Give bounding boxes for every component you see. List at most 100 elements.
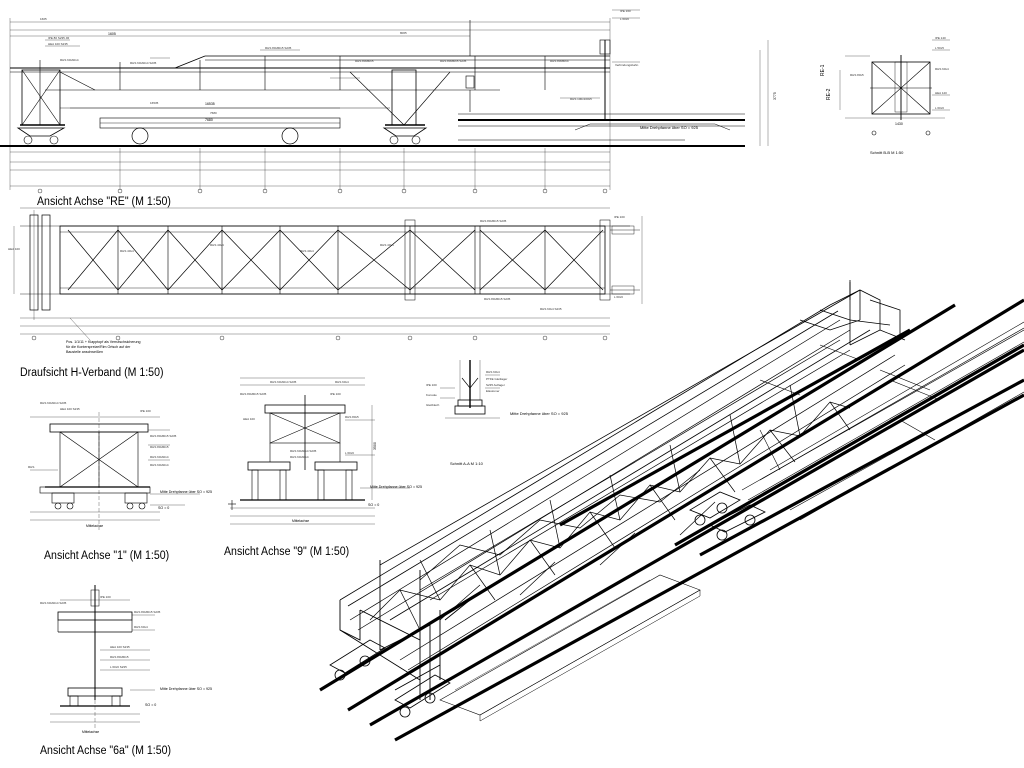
svg-text:RHS 60x60x4 S235: RHS 60x60x4 S235 bbox=[270, 380, 297, 384]
view-title-achse-9: Ansicht Achse "9" (M 1:50) bbox=[224, 546, 350, 558]
section-aa-title: Schnitt A-A M 1:10 bbox=[450, 461, 484, 466]
svg-text:PTFE Gleitlager: PTFE Gleitlager bbox=[486, 377, 507, 381]
note-mitte-drehpfanne-re: Mitte Drehpfanne über SO = 925 bbox=[640, 125, 699, 130]
note-mittelachse-9: Mittelachse bbox=[292, 519, 309, 523]
svg-text:IPE 100: IPE 100 bbox=[330, 392, 341, 396]
svg-text:RHS 60x60x4 S235: RHS 60x60x4 S235 bbox=[40, 601, 67, 605]
svg-text:RHS 60x60x4 S235: RHS 60x60x4 S235 bbox=[290, 449, 317, 453]
note-mitte-drehpfanne-6a: Mitte Drehpfanne über SO = 925 bbox=[160, 687, 212, 691]
svg-text:HEA 100 S235: HEA 100 S235 bbox=[60, 407, 80, 411]
view-re-elevation bbox=[0, 9, 769, 194]
svg-text:Gleitblech: Gleitblech bbox=[426, 403, 440, 407]
note-mittelachse-1: Mittelachse bbox=[86, 524, 103, 528]
svg-text:RHS 80x80x5 S235: RHS 80x80x5 S235 bbox=[240, 392, 267, 396]
h-verband-bracing bbox=[67, 229, 604, 291]
axis-label-re2: RE-2 bbox=[826, 88, 832, 100]
svg-text:L 50x5: L 50x5 bbox=[935, 46, 944, 50]
achse9-callouts: RHS 60x60x4 S235 RHS 60x4 RHS 80x80x5 S23… bbox=[240, 380, 359, 459]
section-bb-title: Schnitt B-B M 1:50 bbox=[870, 150, 904, 155]
svg-text:RHS 60x60x4: RHS 60x60x4 bbox=[60, 58, 79, 62]
axis-label-re1: RE-1 bbox=[820, 64, 826, 76]
view-achse-9 bbox=[228, 377, 410, 525]
svg-text:RHS 80x5: RHS 80x5 bbox=[345, 415, 359, 419]
svg-text:RHS 60x4: RHS 60x4 bbox=[335, 380, 349, 384]
svg-text:RHS 80x5: RHS 80x5 bbox=[850, 73, 864, 77]
svg-text:RHS 60x60x4: RHS 60x60x4 bbox=[290, 455, 309, 459]
svg-text:RHS 80x80x5: RHS 80x80x5 bbox=[110, 655, 129, 659]
svg-text:RHS 100x100x5: RHS 100x100x5 bbox=[570, 97, 592, 101]
svg-text:Konsole: Konsole bbox=[426, 393, 437, 397]
svg-text:RHS 40x4: RHS 40x4 bbox=[380, 243, 394, 247]
note-so-1: SO = 0 bbox=[158, 506, 169, 510]
re-dim-low: 7680 bbox=[205, 118, 213, 122]
svg-text:HEA 100 S235: HEA 100 S235 bbox=[110, 645, 130, 649]
note-mitte-drehpfanne-9: Mitte Drehpfanne über SO = 925 bbox=[370, 485, 422, 489]
view-title-re: Ansicht Achse "RE" (M 1:50) bbox=[37, 196, 171, 208]
svg-text:RHS: RHS bbox=[28, 465, 34, 469]
svg-text:8065: 8065 bbox=[400, 31, 407, 35]
svg-text:RHS 40x4: RHS 40x4 bbox=[210, 243, 224, 247]
svg-text:IPE 80 S235 JR: IPE 80 S235 JR bbox=[48, 36, 70, 40]
view-section-aa bbox=[440, 360, 500, 419]
svg-text:HEA 100: HEA 100 bbox=[8, 247, 20, 251]
re-dim-mid: 16535 bbox=[205, 102, 215, 106]
svg-text:IPE 100: IPE 100 bbox=[140, 409, 151, 413]
svg-text:RHS 80x80x5 S235: RHS 80x80x5 S235 bbox=[150, 434, 177, 438]
svg-text:RHS 60x4: RHS 60x4 bbox=[486, 370, 500, 374]
svg-text:Verbindungsbahn: Verbindungsbahn bbox=[615, 63, 639, 67]
svg-text:Elastomer: Elastomer bbox=[486, 389, 500, 393]
svg-text:L 60x6: L 60x6 bbox=[935, 106, 944, 110]
svg-text:IPE 140: IPE 140 bbox=[935, 36, 946, 40]
svg-text:7680: 7680 bbox=[210, 111, 217, 115]
svg-text:RHS 60x60x4 S235: RHS 60x60x4 S235 bbox=[130, 61, 157, 65]
svg-text:1605: 1605 bbox=[40, 17, 47, 21]
view-title-achse-1: Ansicht Achse "1" (M 1:50) bbox=[44, 550, 170, 562]
note-so-9: SO = 0 bbox=[368, 503, 379, 507]
iso-rails bbox=[319, 298, 1024, 742]
svg-text:RHS 80x80x5 S235: RHS 80x80x5 S235 bbox=[480, 219, 507, 223]
svg-text:S235 Auflager: S235 Auflager bbox=[486, 383, 505, 387]
svg-text:RHS 60x60x4: RHS 60x60x4 bbox=[150, 463, 169, 467]
view-title-achse-6a: Ansicht Achse "6a" (M 1:50) bbox=[40, 745, 172, 757]
svg-text:L 60x6: L 60x6 bbox=[620, 17, 629, 21]
re-dim-top: 1605 bbox=[108, 32, 116, 36]
view-title-h-verband: Draufsicht H-Verband (M 1:50) bbox=[20, 367, 164, 379]
svg-text:HEA 120: HEA 120 bbox=[935, 91, 947, 95]
svg-text:RHS 80x80x5: RHS 80x80x5 bbox=[150, 445, 169, 449]
svg-text:L 60x6: L 60x6 bbox=[345, 451, 354, 455]
note-mittelachse-6a: Mittelachse bbox=[82, 730, 99, 734]
svg-text:RHS 60x4: RHS 60x4 bbox=[134, 625, 148, 629]
svg-text:RHS 80x80x4: RHS 80x80x4 bbox=[550, 59, 569, 63]
view-achse-6a bbox=[50, 585, 155, 730]
a9-dim-height: 3500 bbox=[373, 442, 377, 450]
view-achse-1 bbox=[30, 412, 200, 530]
svg-text:IPE 100: IPE 100 bbox=[426, 383, 437, 387]
h-note-1: Pos. 1/1/11 + Klapptopf als Verrutschsic… bbox=[66, 340, 141, 344]
svg-text:RHS 40x4: RHS 40x4 bbox=[300, 249, 314, 253]
svg-text:L 60x6 S235: L 60x6 S235 bbox=[110, 665, 127, 669]
h-note-2: für die Konterspreize/Rim Ortsch auf der bbox=[66, 345, 131, 349]
isometric-view bbox=[319, 280, 1024, 742]
svg-text:16535: 16535 bbox=[150, 101, 159, 105]
svg-text:RHS 80x80x5 S235: RHS 80x80x5 S235 bbox=[484, 297, 511, 301]
achse6a-callouts: RHS 60x60x4 S235 IPE 100 RHS 80x80x5 S235… bbox=[40, 595, 161, 669]
svg-text:RHS 40x4: RHS 40x4 bbox=[120, 249, 134, 253]
view-section-bb bbox=[839, 39, 950, 136]
svg-text:RHS 60x4 S235: RHS 60x4 S235 bbox=[540, 307, 562, 311]
svg-text:HEA 100: HEA 100 bbox=[243, 417, 255, 421]
bb-dim-bottom: 1430 bbox=[895, 122, 903, 126]
svg-text:RHS 80x80x5 S235: RHS 80x80x5 S235 bbox=[440, 59, 467, 63]
note-mitte-drehpfanne-1: Mitte Drehpfanne über SO = 925 bbox=[160, 490, 212, 494]
note-so-6a: SO = 0 bbox=[145, 703, 156, 707]
svg-text:RHS 80x80x5 S235: RHS 80x80x5 S235 bbox=[134, 610, 161, 614]
iso-truss-bracing bbox=[369, 384, 851, 631]
re-dim-right: 3775 bbox=[773, 92, 777, 100]
svg-text:HEA 100 S235: HEA 100 S235 bbox=[48, 42, 68, 46]
svg-text:IPE 100: IPE 100 bbox=[100, 595, 111, 599]
svg-text:IPE 160: IPE 160 bbox=[620, 9, 631, 13]
